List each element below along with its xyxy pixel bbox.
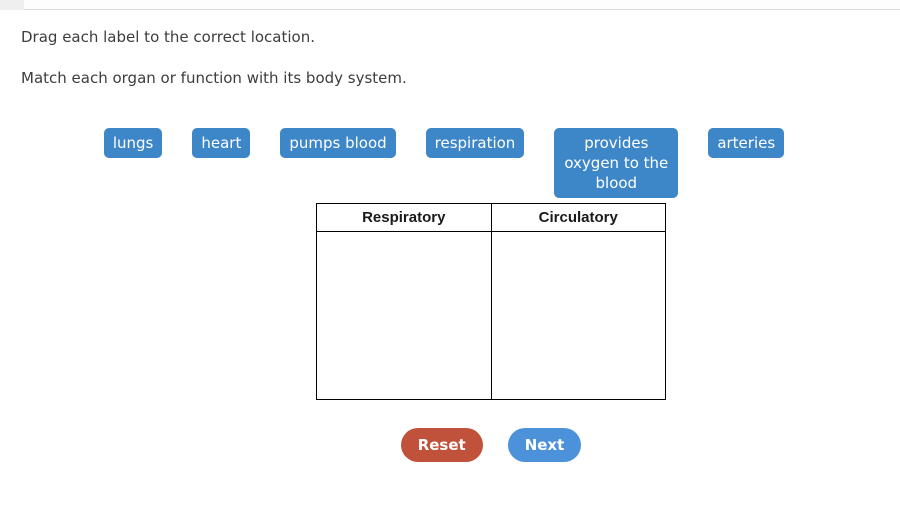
drop-zone-respiratory[interactable] — [317, 232, 491, 399]
corner-tab — [0, 0, 24, 10]
instruction-match: Match each organ or function with its bo… — [21, 69, 407, 87]
top-bar — [0, 0, 900, 10]
column-header-respiratory: Respiratory — [362, 209, 446, 226]
drop-zone-circulatory[interactable] — [490, 232, 666, 399]
drag-labels-row: lungs heart pumps blood respiration prov… — [0, 128, 888, 198]
instruction-drag: Drag each label to the correct location. — [21, 28, 315, 46]
drag-label-heart[interactable]: heart — [192, 128, 251, 158]
drag-label-respiration[interactable]: respiration — [425, 128, 525, 158]
buttons-row: Reset Next — [316, 428, 666, 462]
next-button[interactable]: Next — [507, 428, 582, 462]
reset-button[interactable]: Reset — [400, 428, 483, 462]
match-table: Respiratory Circulatory — [316, 203, 666, 400]
drag-label-pumps-blood[interactable]: pumps blood — [280, 128, 396, 158]
drag-label-provides-oxygen[interactable]: provides oxygen to the blood — [554, 128, 679, 198]
drag-label-arteries[interactable]: arteries — [708, 128, 785, 158]
table-header-row: Respiratory Circulatory — [317, 204, 665, 232]
column-header-circulatory: Circulatory — [490, 204, 666, 231]
drag-label-lungs[interactable]: lungs — [103, 128, 163, 158]
table-body-row — [317, 232, 665, 399]
